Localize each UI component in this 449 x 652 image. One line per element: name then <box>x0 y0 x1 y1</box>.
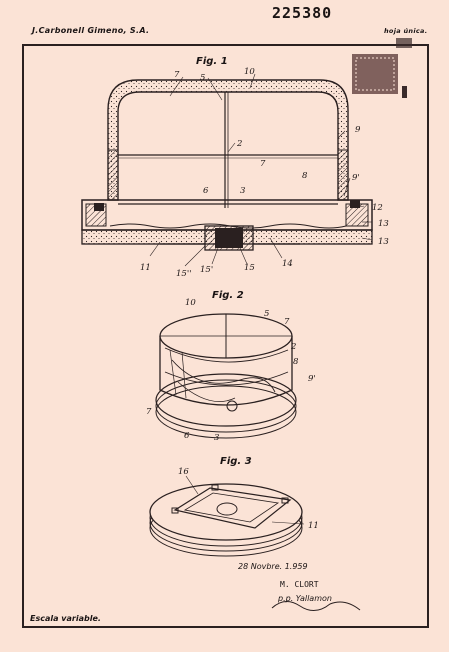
fig2-perspective <box>155 313 297 439</box>
ref-15: 15 <box>244 263 255 273</box>
ref-6: 6 <box>203 186 209 196</box>
ref-15p: 15' <box>200 265 213 275</box>
ref-14: 14 <box>282 259 293 269</box>
ref2-7: 7 <box>284 317 290 327</box>
fig3-label: Fig. 3 <box>220 456 252 467</box>
fig3-base <box>149 475 305 557</box>
scale-note: Escala variable. <box>30 614 101 623</box>
signature-name: M. CLORT <box>280 580 319 589</box>
ref-3: 3 <box>240 186 245 196</box>
ref-7: 7 <box>174 70 180 80</box>
ref-9p: 9' <box>352 173 360 183</box>
ref-15pp: 15'' <box>176 269 192 279</box>
ref-2: 2 <box>236 139 242 149</box>
fig1-label: Fig. 1 <box>196 56 228 67</box>
ref-10: 10 <box>244 67 255 77</box>
ref3-16: 16 <box>178 467 189 477</box>
fig1-section <box>81 73 373 267</box>
fig2-reference-numerals: 10 5 7 2 8 9' 7 6 3 <box>146 298 316 443</box>
ref-13a: 13 <box>378 219 389 229</box>
sheet-note: hoja única. <box>384 27 428 35</box>
ref2-10: 10 <box>185 298 196 308</box>
ref-11: 11 <box>140 263 151 273</box>
drawing-frame <box>22 44 429 628</box>
ref2-2: 2 <box>290 342 296 352</box>
patent-number: 225380 <box>272 4 333 22</box>
ref2-9p: 9' <box>308 374 316 384</box>
fig1-reference-numerals: 7 5 10 2 9 7 8 9' 6 3 12 13 13 11 15'' 1… <box>140 67 389 279</box>
applicant-name: J.Carbonell Gimeno, S.A. <box>32 26 150 35</box>
date-stamp: 28 Novbre. 1.959 <box>238 562 308 571</box>
ref2-6: 6 <box>184 431 190 441</box>
ref2-5: 5 <box>264 309 269 319</box>
ref2-8: 8 <box>293 357 299 367</box>
ref-13b: 13 <box>378 237 389 247</box>
signature-scribble <box>271 601 361 611</box>
ref-5: 5 <box>200 73 205 83</box>
fig3-reference-numerals: 16 11 <box>178 467 319 531</box>
signature: p.p. Yallamon <box>278 594 332 603</box>
ref-12: 12 <box>372 203 383 213</box>
fig2-label: Fig. 2 <box>212 290 244 301</box>
ref2-3: 3 <box>214 433 219 443</box>
official-stamp <box>352 38 412 98</box>
ref3-11: 11 <box>308 521 319 531</box>
ref-9: 9 <box>355 125 361 135</box>
ref-7b: 7 <box>260 159 266 169</box>
ref-8: 8 <box>302 171 308 181</box>
ref2-7b: 7 <box>146 407 152 417</box>
